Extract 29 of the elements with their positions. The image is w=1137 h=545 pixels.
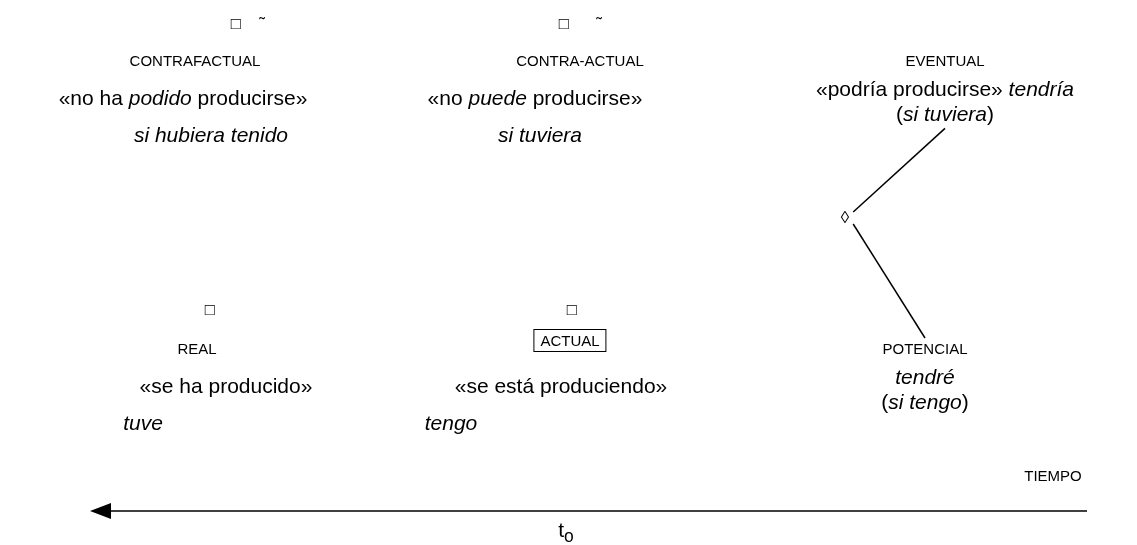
time-mark: t$_{o}$ [558,518,574,545]
verb-form: (si tuviera) [895,101,995,127]
negation-symbol: ˜ [259,14,265,34]
category-label: EVENTUAL [904,52,986,70]
verb-form: (si tengo) [881,389,969,415]
example-phrase: «se está produciendo» [454,374,668,399]
verb-form: tuve [123,411,163,436]
example-phrase: «se ha producido» [139,374,313,399]
verb-form: tengo [424,411,478,436]
connector-line [852,223,926,339]
example-phrase: «podría producirse» tendría [816,76,1074,102]
axis-label: TIEMPO [1024,467,1082,485]
necessity-symbol: □ [204,300,216,320]
example-phrase: «no ha podido producirse» [58,86,308,111]
possibility-symbol: ◊ [840,208,850,228]
category-label: POTENCIAL [881,340,969,358]
verb-form: tendré [894,364,956,390]
necessity-symbol: □ [230,14,242,34]
verb-form: si hubiera tenido [133,123,289,148]
necessity-symbol: □ [566,300,578,320]
verb-form: si tuviera [498,123,582,148]
connector-line [852,127,946,213]
category-box: ACTUAL [533,329,607,352]
category-label: CONTRA-ACTUAL [516,52,644,70]
example-phrase: «no puede producirse» [427,86,643,111]
negation-symbol: ˜ [596,14,602,34]
category-label: REAL [177,340,217,358]
necessity-symbol: □ [558,14,570,34]
category-label: CONTRAFACTUAL [129,52,261,70]
